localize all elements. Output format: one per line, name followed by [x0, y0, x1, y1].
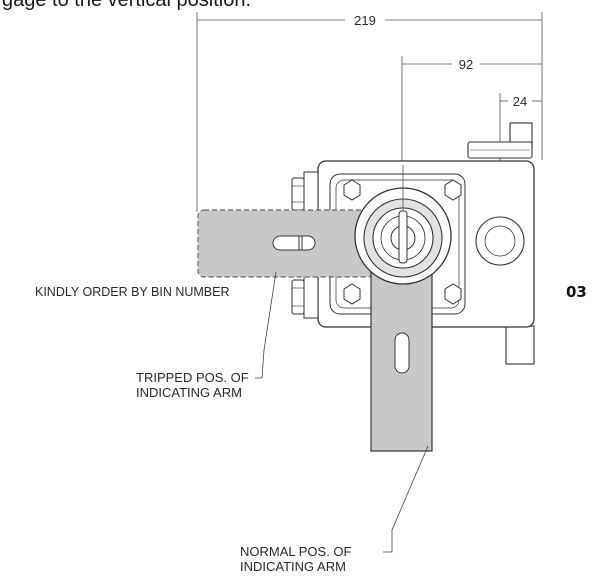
dimension-lines — [196, 12, 543, 212]
sight-window — [475, 216, 525, 266]
corner-bolts — [343, 179, 462, 305]
dim-92-label: 92 — [459, 57, 473, 72]
tripped-label-line2: INDICATING ARM — [136, 385, 242, 400]
page-number: 03 — [566, 283, 587, 301]
dim-219-label: 219 — [354, 13, 376, 28]
tripped-label-line1: TRIPPED POS. OF — [136, 370, 249, 385]
normal-label-line1: NORMAL POS. OF — [240, 544, 352, 559]
bottom-bracket — [505, 325, 535, 365]
normal-label-line2: INDICATING ARM — [240, 559, 346, 574]
leader-lines — [255, 271, 429, 553]
tripped-arm — [197, 209, 375, 278]
center-hub — [354, 165, 452, 285]
left-studs — [291, 171, 319, 319]
dim-24-label: 24 — [513, 94, 527, 109]
page-caption: gage to the vertical position. — [2, 0, 252, 11]
order-note: KINDLY ORDER BY BIN NUMBER — [35, 285, 230, 299]
top-bracket — [467, 122, 533, 159]
